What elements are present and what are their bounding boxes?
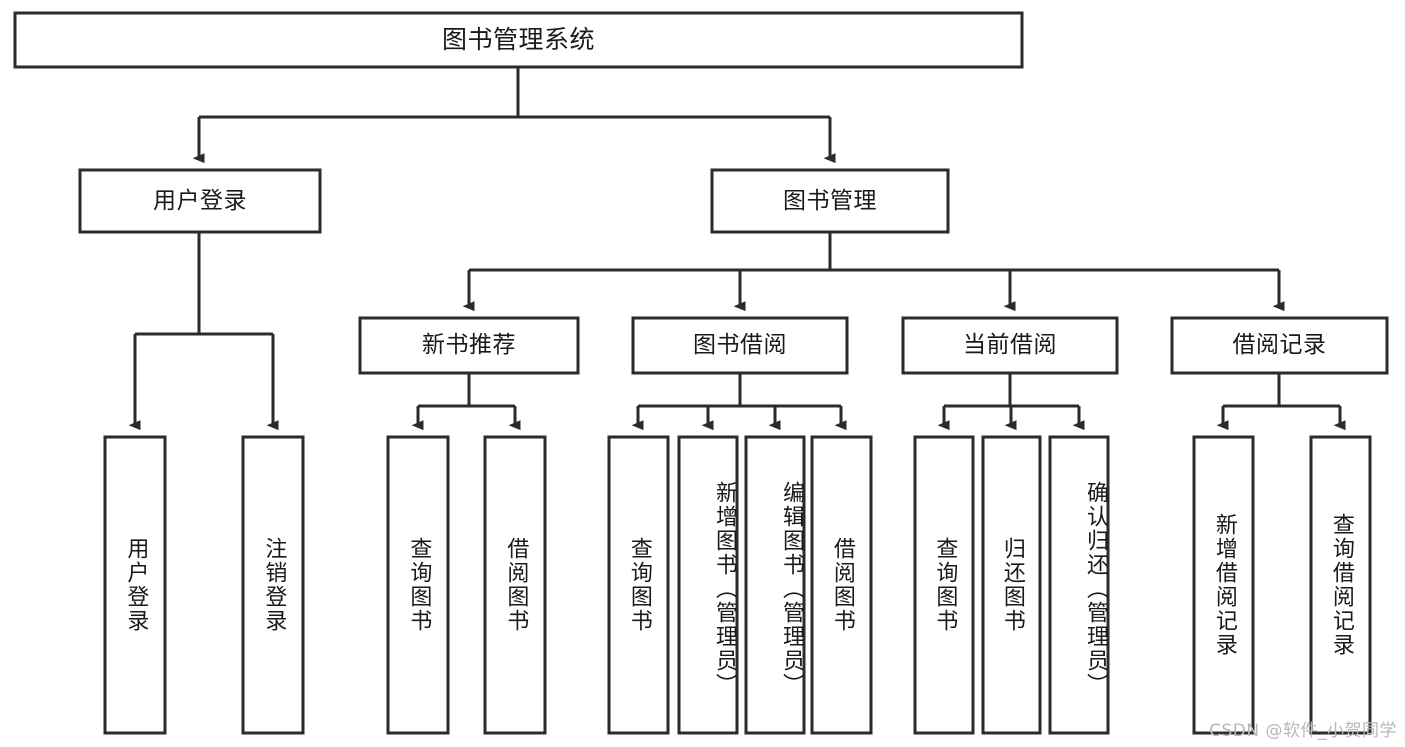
node-box-book-borrow[interactable] (631, 316, 849, 375)
node-box-leaf-borrow-add-book[interactable] (677, 435, 739, 735)
node-box-leaf-user-login[interactable] (103, 435, 167, 735)
node-box-leaf-current-query-book[interactable] (913, 435, 975, 735)
node-box-leaf-borrow-lend-book[interactable] (810, 435, 873, 735)
node-box-leaf-current-return-book[interactable] (981, 435, 1042, 735)
node-box-leaf-borrow-query-book[interactable] (607, 435, 670, 735)
node-box-current-borrow[interactable] (901, 316, 1119, 375)
node-box-leaf-rec-borrow-book[interactable] (483, 435, 547, 735)
node-box-leaf-rec-query-book[interactable] (386, 435, 450, 735)
node-box-borrow-record[interactable] (1170, 316, 1389, 375)
node-box-leaf-record-add[interactable] (1192, 435, 1255, 735)
node-box-new-book-rec[interactable] (358, 316, 580, 375)
node-box-leaf-record-query[interactable] (1309, 435, 1372, 735)
node-box-leaf-borrow-edit-book[interactable] (744, 435, 806, 735)
node-box-leaf-user-logout[interactable] (241, 435, 305, 735)
node-box-user-login[interactable] (78, 168, 322, 234)
node-box-root[interactable] (13, 11, 1024, 69)
node-box-book-manage[interactable] (710, 168, 950, 234)
node-box-leaf-current-confirm[interactable] (1048, 435, 1110, 735)
